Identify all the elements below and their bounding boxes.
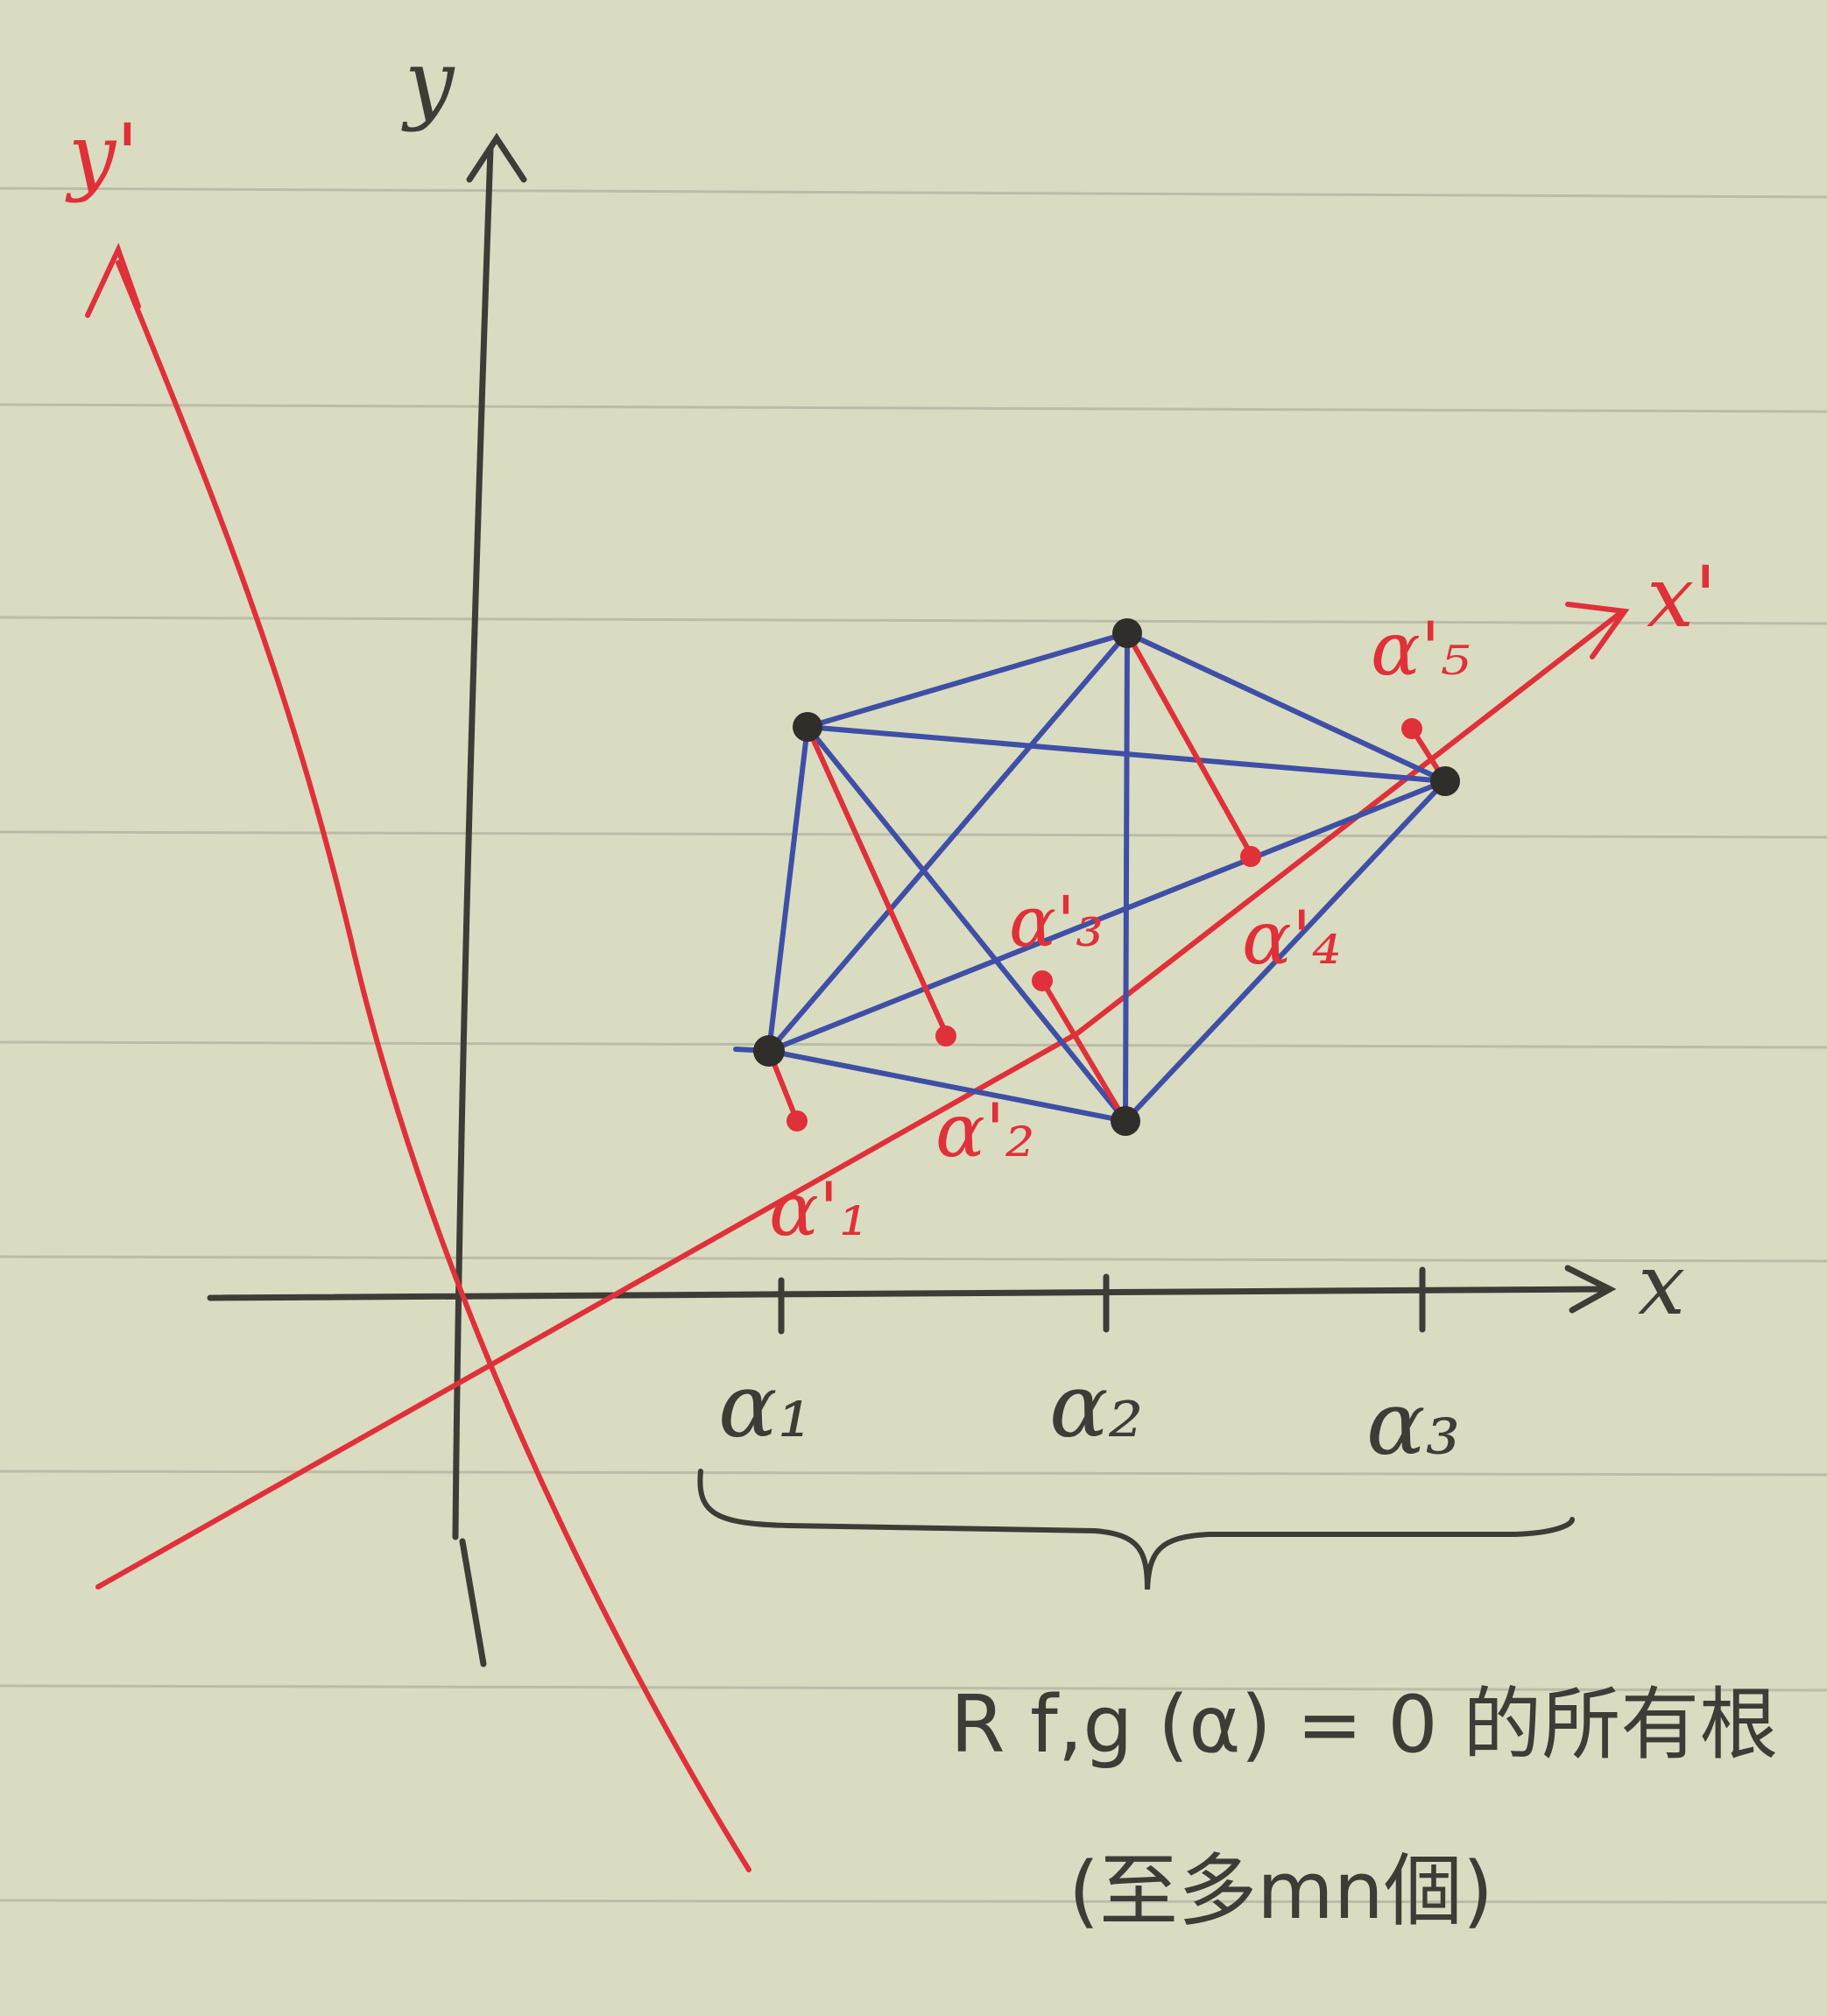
- y-axis-label: y: [401, 31, 455, 133]
- rotated-axes: [85, 243, 1630, 1872]
- vertex: [1111, 1106, 1140, 1136]
- caption-line2: (至多mn個): [1069, 1845, 1493, 1937]
- graph-vertices: [753, 618, 1460, 1136]
- x-axis-label: x: [1638, 1236, 1685, 1334]
- point-alpha2-prime: [935, 1026, 956, 1047]
- point-alpha5-prime: [1401, 718, 1422, 739]
- vertex: [1430, 766, 1460, 796]
- blue-complete-graph: [733, 631, 1448, 1124]
- point-alpha4-prime: [1240, 846, 1261, 867]
- y-axis-arrowhead: [466, 132, 527, 183]
- curly-brace: [697, 1469, 1575, 1590]
- x-tick-label-alpha3: α₃: [1366, 1372, 1461, 1475]
- projected-points: [787, 718, 1422, 1131]
- x-tick-label-alpha1: α₁: [718, 1355, 813, 1457]
- point-alpha1-prime: [787, 1110, 808, 1131]
- label-alpha5-prime: α'₅: [1371, 606, 1471, 692]
- x-axis-arrowhead: [1564, 1265, 1617, 1314]
- y-prime-axis: [116, 260, 751, 1872]
- y-prime-arrowhead: [85, 243, 141, 318]
- x-tick-label-alpha2: α₂: [1049, 1355, 1144, 1457]
- y-prime-axis-label: y': [65, 106, 139, 204]
- vertex: [793, 712, 822, 742]
- point-alpha3-prime: [1032, 970, 1053, 991]
- original-axes: [207, 132, 1617, 1667]
- caption-line1: R f,g (α) = 0 的所有根: [950, 1679, 1778, 1771]
- label-alpha3-prime: α'₃: [1009, 881, 1104, 962]
- x-prime-arrowhead: [1565, 602, 1630, 659]
- x-prime-axis: [95, 610, 1623, 1590]
- x-axis: [207, 1286, 1606, 1301]
- vertex: [1112, 618, 1142, 648]
- x-prime-axis-label: x': [1647, 548, 1718, 646]
- vertex: [753, 1035, 785, 1067]
- label-alpha1-prime: α'₁: [769, 1167, 869, 1252]
- label-alpha2-prime: α'₂: [935, 1088, 1035, 1174]
- notebook-ruled-lines: [0, 187, 1827, 1904]
- y-axis: [452, 145, 494, 1667]
- label-alpha4-prime: α'₄: [1242, 895, 1342, 981]
